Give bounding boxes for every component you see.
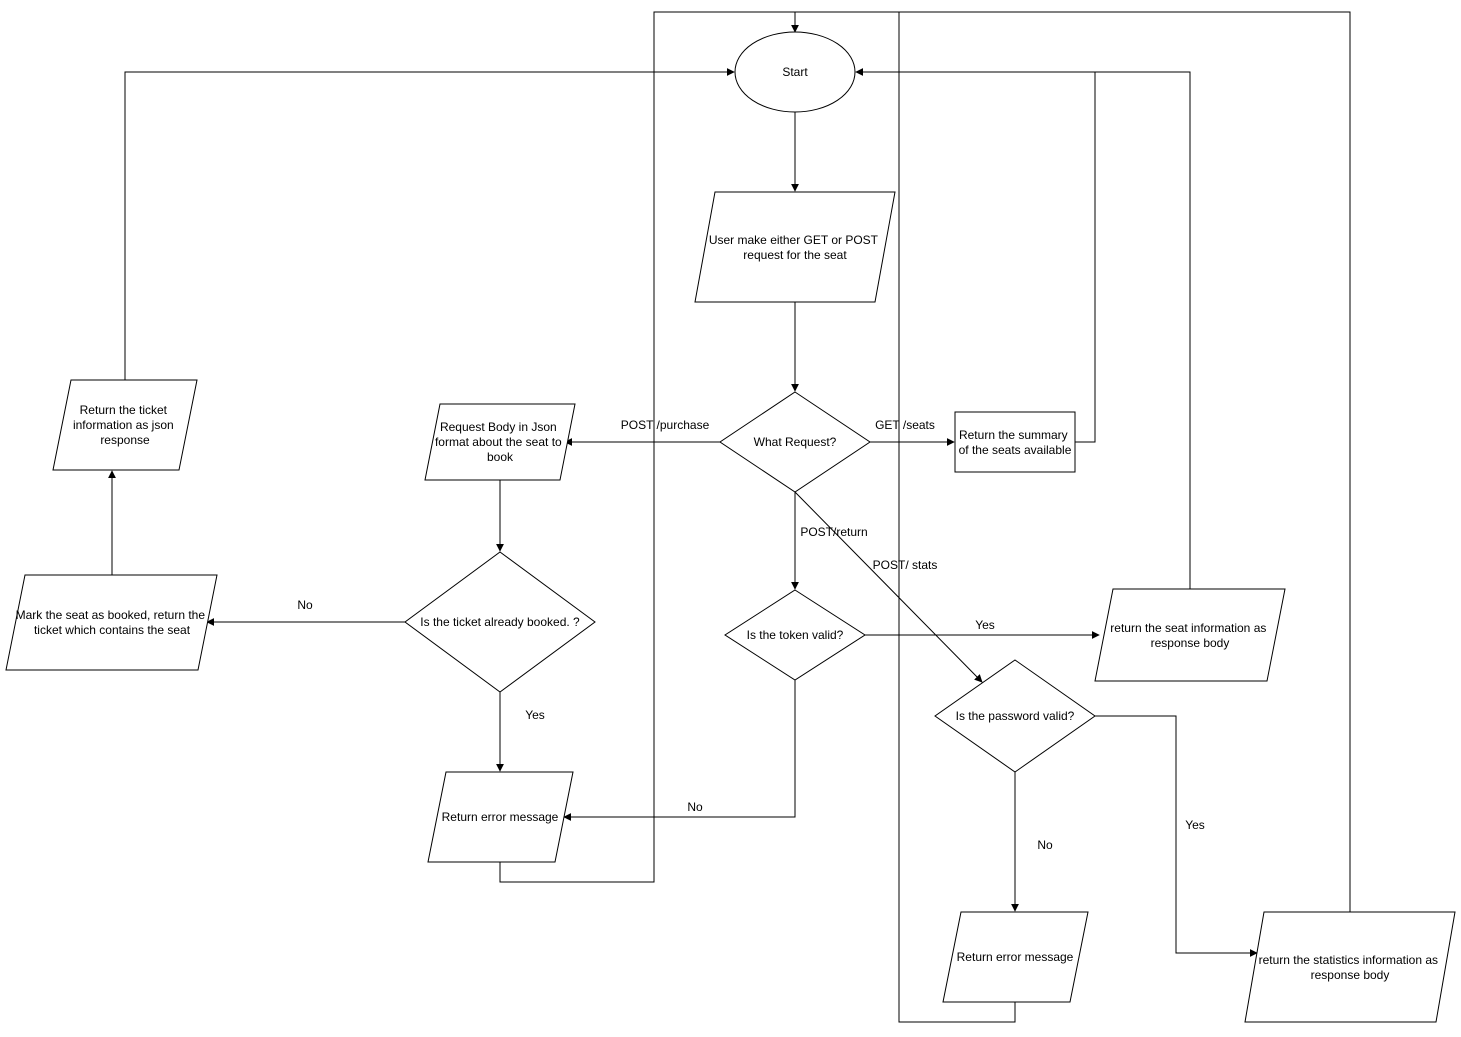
start-node [734,31,856,113]
summary-node [954,411,1076,473]
seat-info-node [1094,588,1286,682]
user-request-line-1: User make either GET or POST [709,233,879,247]
error-left-node [427,771,574,863]
token-valid-label: Is the token valid? [747,628,844,642]
edge-password-yes [1095,715,1258,957]
error-right-label: Return error message [957,950,1074,964]
label-booked-yes: Yes [525,708,545,722]
label-password-no: No [1037,838,1053,852]
request-body-line-2: format about the seat to [435,435,562,449]
label-post-stats: POST/ stats [873,558,938,572]
summary-line-2: of the seats available [959,443,1072,457]
request-body-line-1: Request Body in Json [440,420,557,434]
seat-info-line-2: response body [1151,636,1230,650]
return-ticket-node [52,379,198,471]
stats-info-line-1: return the statistics information as [1259,953,1438,967]
label-password-yes: Yes [1185,818,1205,832]
password-valid-decision [934,659,1096,773]
edge-token-no [563,680,796,821]
edge-ticket-to-start [124,68,735,380]
what-request-label: What Request? [754,435,837,449]
return-ticket-line-2: information as json [73,418,174,432]
what-request-decision [719,391,871,493]
seat-info-label: return the seat information as response … [1110,621,1269,650]
request-body-node [424,403,576,481]
start-label: Start [782,65,808,79]
edge-summary-to-start [855,68,1096,443]
token-valid-decision [724,589,866,681]
label-token-yes: Yes [975,618,995,632]
summary-line-1: Return the summary [959,428,1068,442]
mark-seat-line-1: Mark the seat as booked, return the [16,608,206,622]
user-request-node [694,191,896,303]
error-right-node [942,911,1089,1003]
edge-stats-to-start [795,11,1351,912]
return-ticket-label: Return the ticket information as json re… [73,403,177,447]
already-booked-label: Is the ticket already booked. ? [420,615,580,629]
edge-error-right-to-start [898,12,1016,1023]
return-ticket-line-1: Return the ticket [80,403,168,417]
error-left-label: Return error message [442,810,559,824]
stats-info-label: return the statistics information as res… [1259,953,1442,982]
seat-info-line-1: return the seat information as [1110,621,1266,635]
label-get-seats: GET /seats [875,418,935,432]
label-token-no: No [687,800,703,814]
request-body-label: Request Body in Json format about the se… [435,420,565,464]
password-valid-label: Is the password valid? [956,709,1075,723]
edge-seat-info-to-start [1095,71,1191,589]
mark-seat-node [5,574,218,671]
label-post-return: POST/return [800,525,867,539]
label-post-purchase: POST /purchase [621,418,710,432]
return-ticket-line-3: response [100,433,150,447]
already-booked-decision [404,551,596,693]
mark-seat-label: Mark the seat as booked, return the tick… [16,608,209,637]
request-body-line-3: book [487,450,514,464]
user-request-line-2: request for the seat [743,248,847,262]
summary-label: Return the summary of the seats availabl… [959,428,1072,457]
edge-error-left-to-start [499,11,799,883]
stats-info-line-2: response body [1311,968,1390,982]
stats-info-node [1244,911,1456,1023]
mark-seat-line-2: ticket which contains the seat [34,623,191,637]
edge-post-stats [794,491,983,683]
label-booked-no: No [297,598,313,612]
user-request-label: User make either GET or POST request for… [709,233,881,262]
